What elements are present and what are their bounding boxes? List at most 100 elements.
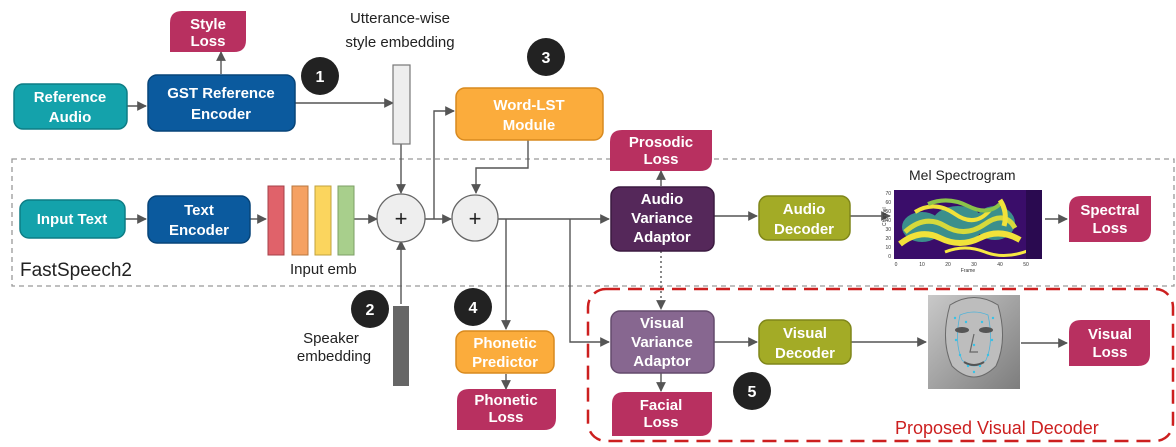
sum-node-2: + <box>451 194 499 242</box>
svg-text:50: 50 <box>885 209 891 215</box>
svg-text:20: 20 <box>885 236 891 242</box>
svg-text:Variance: Variance <box>631 334 693 351</box>
utterance-style-embedding-bar <box>392 64 411 145</box>
svg-text:Loss: Loss <box>643 151 678 168</box>
svg-text:60: 60 <box>885 200 891 206</box>
step-badge-1: 1 <box>301 57 339 95</box>
style-loss: Style Loss <box>170 11 246 52</box>
svg-text:Loss: Loss <box>190 33 225 50</box>
connectors <box>125 51 1068 392</box>
svg-text:Module: Module <box>503 117 556 134</box>
fastspeech2-region <box>11 158 1175 287</box>
svg-text:0: 0 <box>888 254 891 260</box>
mel-x-label: Frame <box>961 268 976 274</box>
mel-spectrogram-bands <box>898 190 1042 259</box>
phonetic-loss: Phonetic Loss <box>457 389 556 430</box>
svg-text:Phonetic: Phonetic <box>474 392 537 409</box>
svg-text:5: 5 <box>748 384 757 401</box>
svg-text:Audio: Audio <box>783 201 826 218</box>
utterance-style-embedding-label: Utterance-wise style embedding <box>345 10 454 51</box>
svg-text:Visual: Visual <box>1088 326 1132 343</box>
mel-x-ticks: 0 10 20 30 40 50 <box>895 262 1029 268</box>
svg-text:10: 10 <box>885 245 891 251</box>
svg-text:4: 4 <box>469 300 478 317</box>
svg-text:Encoder: Encoder <box>169 222 229 239</box>
svg-text:GST Reference: GST Reference <box>167 85 275 102</box>
step-badge-4: 4 <box>454 288 492 326</box>
svg-text:40: 40 <box>885 218 891 224</box>
visual-loss: Visual Loss <box>1069 320 1150 366</box>
3d-face-mesh-icon <box>928 295 1020 389</box>
svg-text:70: 70 <box>885 191 891 197</box>
input-embedding-bars <box>267 185 355 256</box>
svg-text:Speaker: Speaker <box>303 330 359 347</box>
reference-audio-box: Reference Audio <box>13 83 128 130</box>
svg-text:20: 20 <box>945 262 951 268</box>
fastspeech2-label: FastSpeech2 <box>20 260 132 281</box>
svg-text:Text: Text <box>184 202 214 219</box>
prosodic-loss: Prosodic Loss <box>610 130 712 171</box>
text-encoder-box: Text Encoder <box>147 195 251 244</box>
mel-y-label: Channel <box>882 207 888 226</box>
svg-text:Style: Style <box>190 16 226 33</box>
svg-text:Reference: Reference <box>34 89 107 106</box>
svg-text:Facial: Facial <box>640 397 683 414</box>
visual-variance-adaptor-box: Visual Variance Adaptor <box>610 310 715 374</box>
proposed-visual-decoder-label: Proposed Visual Decoder <box>895 418 1099 438</box>
step-badge-5: 5 <box>733 372 771 410</box>
svg-text:Input Text: Input Text <box>37 211 108 228</box>
svg-text:Visual: Visual <box>640 315 684 332</box>
word-lst-module-box: Word-LST Module <box>455 87 604 141</box>
gst-reference-encoder-box: GST Reference Encoder <box>147 74 296 132</box>
svg-text:embedding: embedding <box>297 348 371 365</box>
svg-text:Variance: Variance <box>631 210 693 227</box>
svg-text:2: 2 <box>366 302 375 319</box>
svg-text:Encoder: Encoder <box>191 106 251 123</box>
svg-text:Prosodic: Prosodic <box>629 134 693 151</box>
svg-text:0: 0 <box>895 262 898 268</box>
svg-text:Phonetic: Phonetic <box>473 335 536 352</box>
svg-text:Decoder: Decoder <box>774 221 834 238</box>
step-badge-3: 3 <box>527 38 565 76</box>
svg-text:Loss: Loss <box>1092 220 1127 237</box>
facial-loss: Facial Loss <box>612 392 712 436</box>
svg-text:style embedding: style embedding <box>345 34 454 51</box>
audio-decoder-box: Audio Decoder <box>758 195 851 241</box>
svg-text:Word-LST: Word-LST <box>493 97 564 114</box>
input-emb-label: Input emb <box>290 261 357 278</box>
svg-text:Audio: Audio <box>49 109 92 126</box>
svg-text:30: 30 <box>971 262 977 268</box>
svg-text:50: 50 <box>1023 262 1029 268</box>
svg-text:Loss: Loss <box>643 414 678 431</box>
svg-text:+: + <box>469 206 482 231</box>
svg-text:10: 10 <box>919 262 925 268</box>
svg-text:Predictor: Predictor <box>472 354 538 371</box>
step-badge-2: 2 <box>351 290 389 328</box>
svg-text:Spectral: Spectral <box>1080 202 1139 219</box>
mel-spectrogram-title: Mel Spectrogram <box>909 167 1016 183</box>
mel-spectrogram: Mel Spectrogram 0 10 20 30 40 50 60 70 C… <box>882 167 1042 274</box>
svg-text:40: 40 <box>997 262 1003 268</box>
svg-text:Loss: Loss <box>488 409 523 426</box>
svg-text:Adaptor: Adaptor <box>633 229 691 246</box>
spectral-loss: Spectral Loss <box>1069 196 1151 242</box>
visual-decoder-box: Visual Decoder <box>758 319 852 365</box>
sum-node-1: + <box>376 193 426 243</box>
svg-text:Visual: Visual <box>783 325 827 342</box>
phonetic-predictor-box: Phonetic Predictor <box>455 330 555 374</box>
svg-text:30: 30 <box>885 227 891 233</box>
svg-text:Adaptor: Adaptor <box>633 353 691 370</box>
svg-text:Decoder: Decoder <box>775 345 835 362</box>
speaker-embedding-label: Speaker embedding <box>297 330 371 365</box>
svg-text:Audio: Audio <box>641 191 684 208</box>
audio-variance-adaptor-box: Audio Variance Adaptor <box>610 186 715 252</box>
speaker-embedding-bar <box>393 306 409 386</box>
svg-text:Loss: Loss <box>1092 344 1127 361</box>
input-text-box: Input Text <box>19 199 126 239</box>
svg-text:+: + <box>395 206 408 231</box>
svg-text:1: 1 <box>316 69 325 86</box>
proposed-visual-decoder-region <box>586 287 1175 443</box>
mel-y-ticks: 0 10 20 30 40 50 60 70 <box>885 191 891 260</box>
svg-text:3: 3 <box>542 50 551 67</box>
